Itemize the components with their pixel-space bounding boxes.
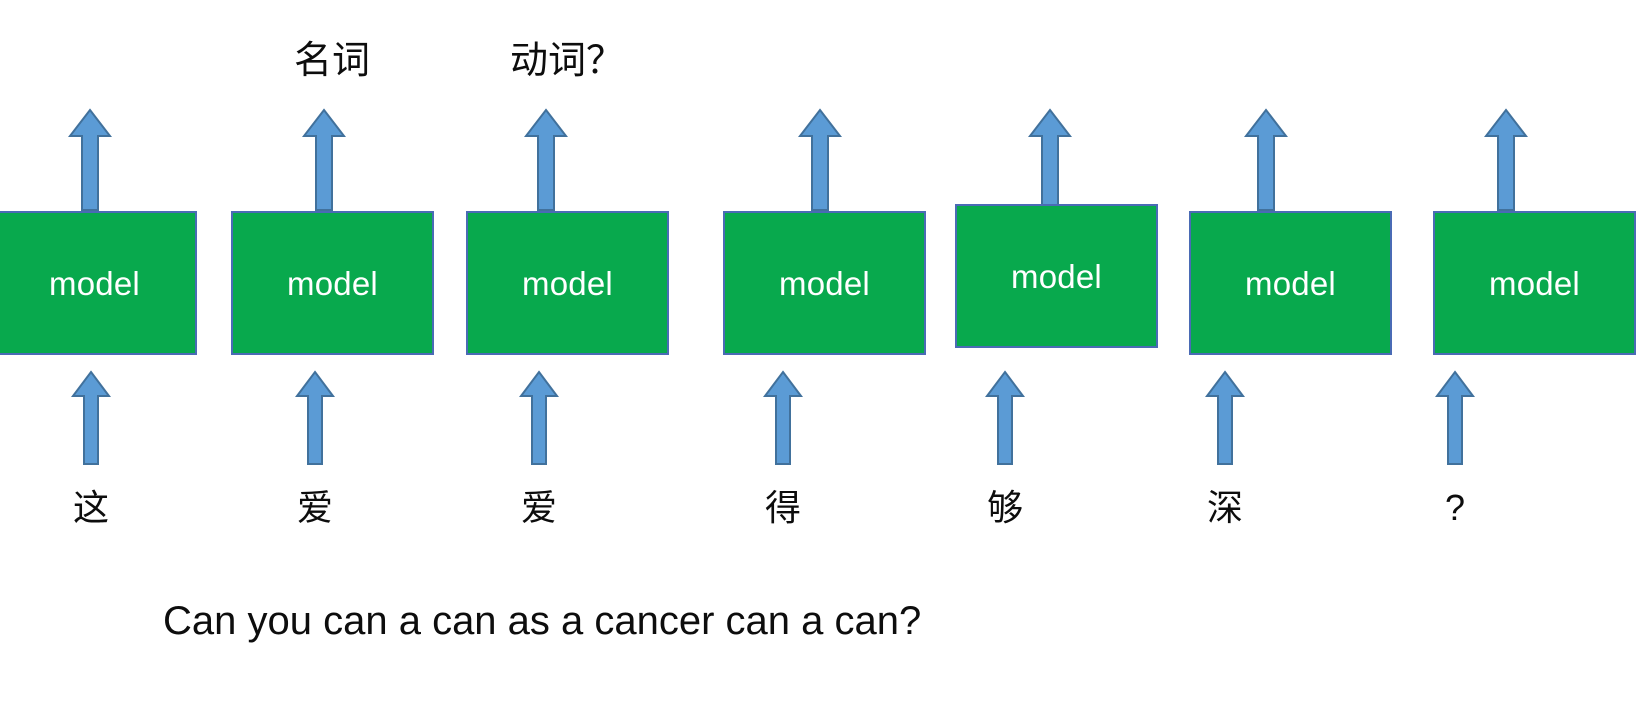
- token-7: ?: [1444, 487, 1466, 528]
- input-arrow-2: [294, 370, 336, 466]
- model-box-label: model: [1489, 264, 1580, 302]
- input-arrow-3: [518, 370, 560, 466]
- token-4: 得: [764, 487, 801, 528]
- output-label-2: 名词: [293, 40, 370, 82]
- model-box-4[interactable]: model: [723, 211, 926, 355]
- token-6: 深: [1206, 487, 1243, 528]
- token-1: 这: [72, 487, 109, 528]
- model-box-2[interactable]: model: [231, 211, 434, 355]
- model-box-label: model: [1011, 257, 1102, 295]
- output-label-3: 动词？: [509, 40, 624, 82]
- model-box-label: model: [1245, 264, 1336, 302]
- output-arrow-2: [302, 108, 346, 212]
- output-arrow-6: [1244, 108, 1288, 212]
- model-box-label: model: [287, 264, 378, 302]
- output-arrow-3: [524, 108, 568, 212]
- input-arrow-4: [762, 370, 804, 466]
- output-arrow-1: [68, 108, 112, 212]
- model-box-7[interactable]: model: [1433, 211, 1636, 355]
- output-arrow-7: [1484, 108, 1528, 212]
- token-2: 爱: [296, 487, 333, 528]
- model-box-label: model: [779, 264, 870, 302]
- input-arrow-7: [1434, 370, 1476, 466]
- model-box-label: model: [49, 264, 140, 302]
- input-arrow-5: [984, 370, 1026, 466]
- model-box-6[interactable]: model: [1189, 211, 1392, 355]
- input-arrow-6: [1204, 370, 1246, 466]
- model-box-5[interactable]: model: [955, 204, 1158, 348]
- output-arrow-5: [1028, 108, 1072, 212]
- model-box-label: model: [522, 264, 613, 302]
- caption-text: Can you can a can as a cancer can a can?: [163, 599, 922, 643]
- token-5: 够: [986, 487, 1023, 528]
- token-3: 爱: [520, 487, 557, 528]
- output-arrow-4: [798, 108, 842, 212]
- model-box-3[interactable]: model: [466, 211, 669, 355]
- model-box-1[interactable]: model: [0, 211, 197, 355]
- input-arrow-1: [70, 370, 112, 466]
